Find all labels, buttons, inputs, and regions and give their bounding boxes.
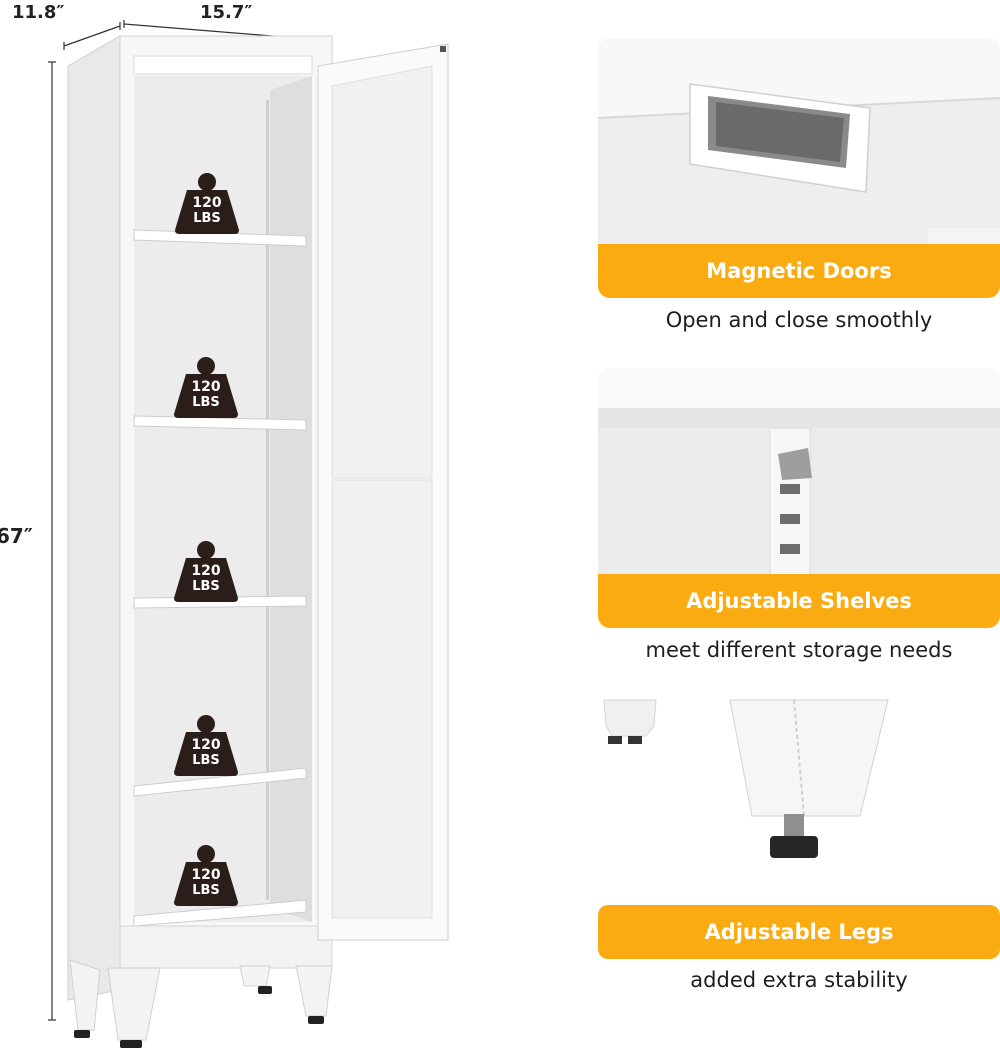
shelf-weight-badge-3: 120 LBS (172, 540, 240, 602)
depth-dimension-label: 11.8″ (12, 2, 65, 23)
shelf-bracket-illustration (598, 368, 1000, 579)
feature-banner-adjustable-legs: Adjustable Legs (598, 905, 1000, 959)
shelf-weight-badge-1: 120 LBS (173, 172, 241, 234)
weight-icon (175, 173, 239, 234)
badge-unit: LBS (192, 579, 220, 594)
shelf-weight-badge-4: 120 LBS (172, 714, 240, 776)
badge-value: 120 (191, 563, 221, 579)
adjustable-shelf-photo (598, 368, 1000, 628)
weight-icon (174, 357, 238, 418)
feature-caption-adjustable-legs: added extra stability (690, 968, 908, 992)
badge-unit: LBS (192, 753, 220, 768)
adjustable-leg-illustration (603, 699, 889, 858)
weight-icon (174, 845, 238, 906)
legs (69, 959, 333, 1041)
badge-value: 120 (191, 379, 221, 395)
badge-value: 120 (191, 867, 221, 883)
shelves (133, 229, 307, 927)
height-dimension-label: 67″ (0, 524, 33, 548)
width-dimension-label: 15.7″ (200, 2, 253, 23)
feature-banner-adjustable-shelves: Adjustable Shelves (598, 574, 1000, 628)
badge-value: 120 (192, 195, 222, 211)
weight-icon (174, 715, 238, 776)
feature-banner-magnetic-doors: Magnetic Doors (598, 244, 1000, 298)
cabinet-illustration (48, 20, 449, 1048)
shelf-weight-badge-2: 120 LBS (172, 356, 240, 418)
weight-icon (174, 541, 238, 602)
door-handle-illustration (598, 38, 1000, 248)
badge-value: 120 (191, 737, 221, 753)
badge-unit: LBS (192, 883, 220, 898)
feature-caption-adjustable-shelves: meet different storage needs (645, 638, 953, 662)
badge-unit: LBS (193, 211, 221, 226)
feature-caption-magnetic-doors: Open and close smoothly (665, 308, 933, 332)
badge-unit: LBS (192, 395, 220, 410)
shelf-weight-badge-5: 120 LBS (172, 844, 240, 906)
